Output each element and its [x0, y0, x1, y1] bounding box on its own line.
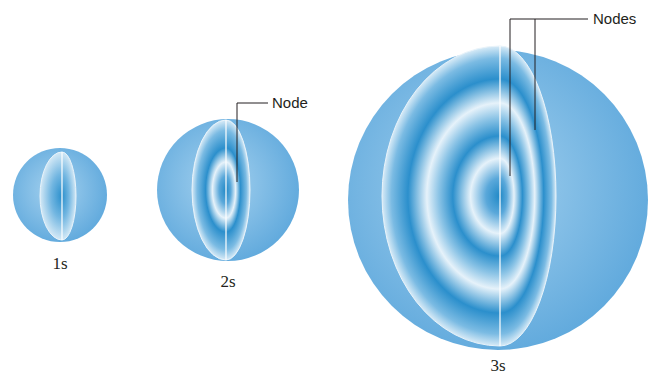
- cutaway-face: [500, 46, 556, 346]
- sphere: [13, 148, 107, 242]
- leader-line: [237, 103, 268, 182]
- leader-line: [510, 19, 588, 176]
- cutaway-face: [226, 120, 250, 260]
- orbital-label: 1s: [52, 254, 67, 274]
- cut-edge: [61, 152, 62, 240]
- callout-label: Nodes: [593, 9, 636, 29]
- cutaway-face: [40, 152, 62, 240]
- orbital-label: 2s: [220, 272, 235, 292]
- cutaway-face: [192, 120, 226, 260]
- cutaway-face: [382, 46, 500, 346]
- orbital-label: 3s: [490, 356, 505, 376]
- cut-edge: [499, 46, 500, 346]
- orbital-2s: [157, 103, 299, 261]
- sphere: [157, 119, 299, 261]
- orbital-1s: [13, 148, 107, 242]
- leader-line: [535, 19, 536, 130]
- cut-edge: [225, 120, 226, 260]
- cutaway-face: [62, 152, 76, 240]
- callout-label: Node: [272, 93, 308, 113]
- orbital-3s: [348, 19, 648, 350]
